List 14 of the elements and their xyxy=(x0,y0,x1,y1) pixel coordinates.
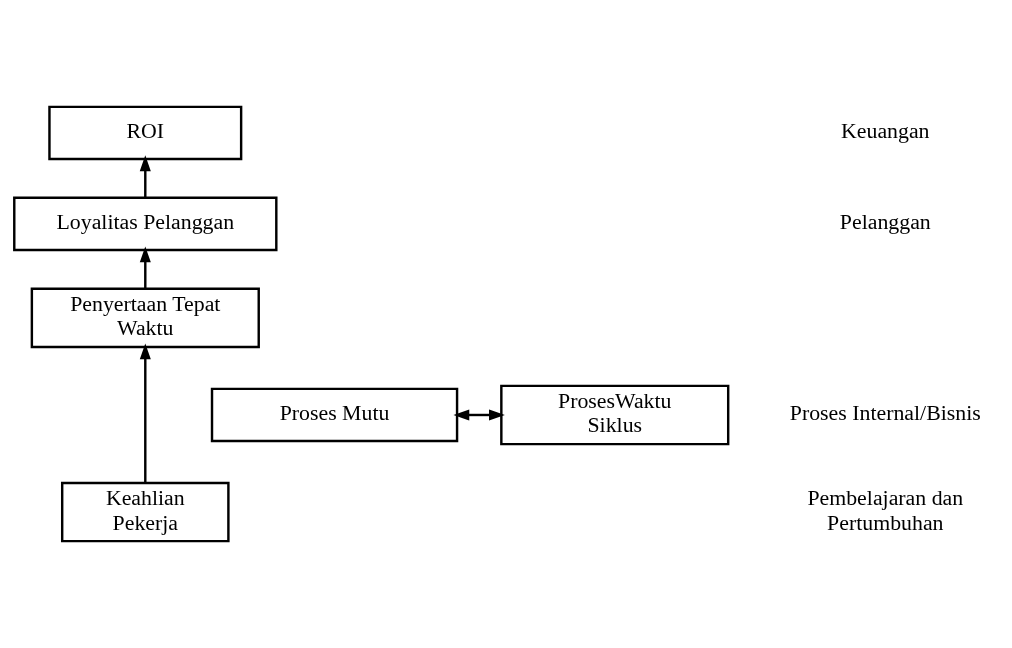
arrow xyxy=(139,343,151,483)
label: Keuangan xyxy=(840,119,930,144)
node-box: ProsesWaktu Siklus xyxy=(499,384,729,446)
arrow xyxy=(452,409,505,421)
node-box: ROI xyxy=(47,105,242,161)
node-box: Keahlian Pekerja xyxy=(60,481,230,543)
label: Pembelajaran dan Pertumbuhan xyxy=(806,486,963,535)
node-box: Penyertaan Tepat Waktu xyxy=(30,287,260,349)
node-box: Proses Mutu xyxy=(210,387,458,443)
label: Proses Internal/Bisnis xyxy=(789,401,981,426)
label: Pelanggan xyxy=(839,210,931,235)
arrow xyxy=(139,246,151,289)
node-box: Loyalitas Pelanggan xyxy=(12,196,278,252)
arrow xyxy=(139,155,151,198)
